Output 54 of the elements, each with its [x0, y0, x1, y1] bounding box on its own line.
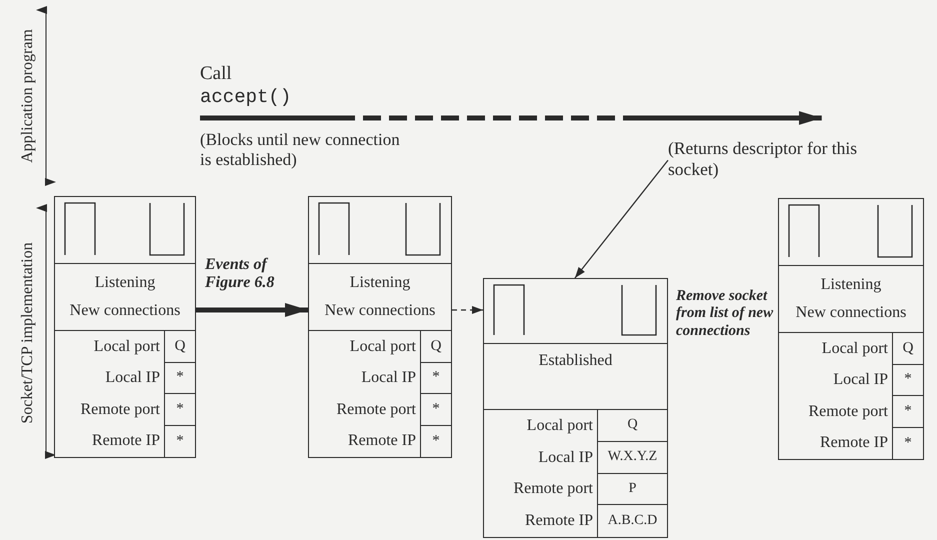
field-label: Local IP: [832, 370, 889, 390]
field-label: Remote IP: [524, 511, 594, 532]
value-cell: *: [164, 362, 195, 394]
value-cell: Q: [420, 331, 451, 362]
state-text: Established: [538, 352, 612, 370]
value-cell: *: [164, 394, 195, 426]
value-cell: Q: [164, 331, 195, 362]
socket-box: [308, 196, 452, 458]
field-label: Local IP: [360, 368, 417, 388]
leader-line: [574, 160, 668, 278]
state-text: New connections: [796, 304, 906, 322]
layer-label: Socket/TCP implementation: [18, 241, 37, 426]
value-cell: *: [420, 394, 451, 426]
state-text: Listening: [94, 274, 156, 292]
field-label: Local port: [820, 338, 889, 359]
field-label: Remote port: [512, 479, 594, 500]
call-text: Call: [200, 62, 233, 86]
field-label: Remote IP: [91, 431, 161, 452]
value-cell: *: [892, 428, 923, 459]
socket-box: [483, 278, 668, 538]
field-label: Remote IP: [347, 431, 417, 452]
state-text: Listening: [350, 274, 410, 292]
state-text: Listening: [820, 276, 882, 294]
function-name: accept(): [200, 86, 292, 110]
state-text: New connections: [324, 302, 436, 320]
value-cell: Q: [597, 410, 667, 442]
thick-arrow: [196, 302, 308, 317]
field-label: Local port: [348, 336, 417, 357]
note-text: (Blocks until new connection is established): [200, 130, 400, 171]
field-label: Remote port: [79, 400, 161, 420]
field-label: Remote port: [807, 402, 889, 422]
value-cell: *: [892, 364, 923, 396]
value-cell: A.B.C.D: [597, 505, 667, 537]
value-cell: *: [420, 362, 451, 394]
value-cell: *: [420, 426, 451, 457]
field-label: Local IP: [537, 448, 594, 468]
arrow: [200, 111, 822, 125]
socket-box: [778, 198, 924, 460]
socket-box: [54, 196, 196, 458]
arrow: [452, 306, 483, 314]
field-label: Remote port: [335, 400, 417, 420]
value-cell: P: [597, 474, 667, 506]
value-cell: *: [164, 426, 195, 457]
field-label: Local port: [92, 336, 161, 357]
field-label: Local port: [526, 416, 594, 436]
layer-label: Application program: [18, 28, 37, 165]
value-cell: W.X.Y.Z: [597, 442, 667, 474]
note-text: (Returns descriptor for this socket): [668, 138, 858, 180]
value-cell: *: [892, 396, 923, 428]
field-label: Remote IP: [819, 433, 889, 454]
value-cell: Q: [892, 333, 923, 364]
field-label: Local IP: [104, 368, 161, 388]
state-text: New connections: [70, 302, 180, 320]
note-text: Remove socket from list of new connections: [676, 288, 774, 340]
